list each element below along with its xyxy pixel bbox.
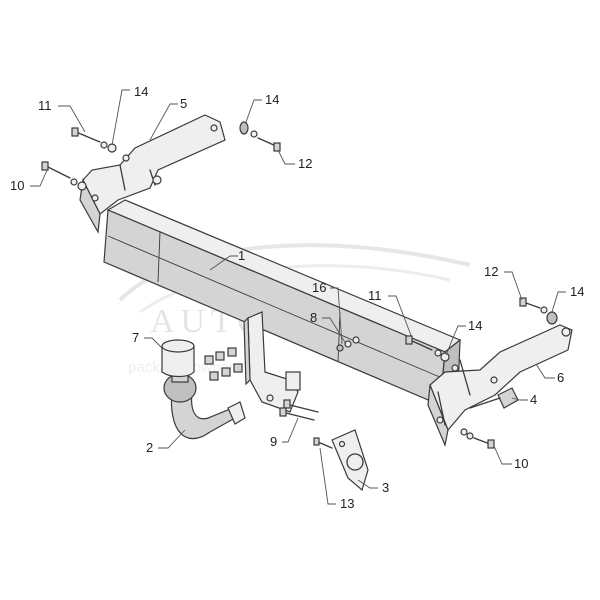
callout-labels: 11 14 5 10 14 12 1 16 8 11 14 12 14 6 4 …: [10, 84, 584, 511]
callout-14-top-center: 14: [265, 92, 279, 107]
bolt-set-middle: [336, 335, 450, 362]
bolt-set-right: [460, 297, 558, 449]
bolt-set-top-left: [41, 127, 117, 191]
center-mount-plate: [243, 311, 301, 413]
bolts-9: [279, 399, 319, 421]
bolt-set-top-center: [239, 121, 281, 152]
part-4-block: [469, 387, 519, 409]
callout-12-right: 12: [484, 264, 498, 279]
callout-9: 9: [270, 434, 277, 449]
ball-cap: [161, 339, 195, 378]
mount-nuts: [204, 347, 243, 381]
callout-5: 5: [180, 96, 187, 111]
callout-1: 1: [238, 248, 245, 263]
tow-ball-neck: [163, 371, 246, 440]
callout-11-top-left: 11: [38, 98, 52, 113]
callout-8: 8: [310, 310, 317, 325]
left-side-bracket: [79, 114, 226, 234]
bolt-13: [313, 437, 333, 449]
callout-14-middle: 14: [468, 318, 482, 333]
socket-plate: [331, 429, 369, 492]
callout-2: 2: [146, 440, 153, 455]
callout-12-top: 12: [298, 156, 312, 171]
callout-3: 3: [382, 480, 389, 495]
callout-4: 4: [530, 392, 537, 407]
callout-10-left: 10: [10, 178, 24, 193]
leader-lines: [30, 89, 566, 505]
callout-14-top-left: 14: [134, 84, 148, 99]
callout-14-right: 14: [570, 284, 584, 299]
callout-7: 7: [132, 330, 139, 345]
callout-16: 16: [312, 280, 326, 295]
right-side-bracket: [427, 324, 573, 448]
callout-6: 6: [557, 370, 564, 385]
callout-10-right: 10: [514, 456, 528, 471]
callout-13: 13: [340, 496, 354, 511]
footer-watermark: Otomoto: [8, 581, 50, 593]
callout-11-middle: 11: [368, 288, 382, 303]
